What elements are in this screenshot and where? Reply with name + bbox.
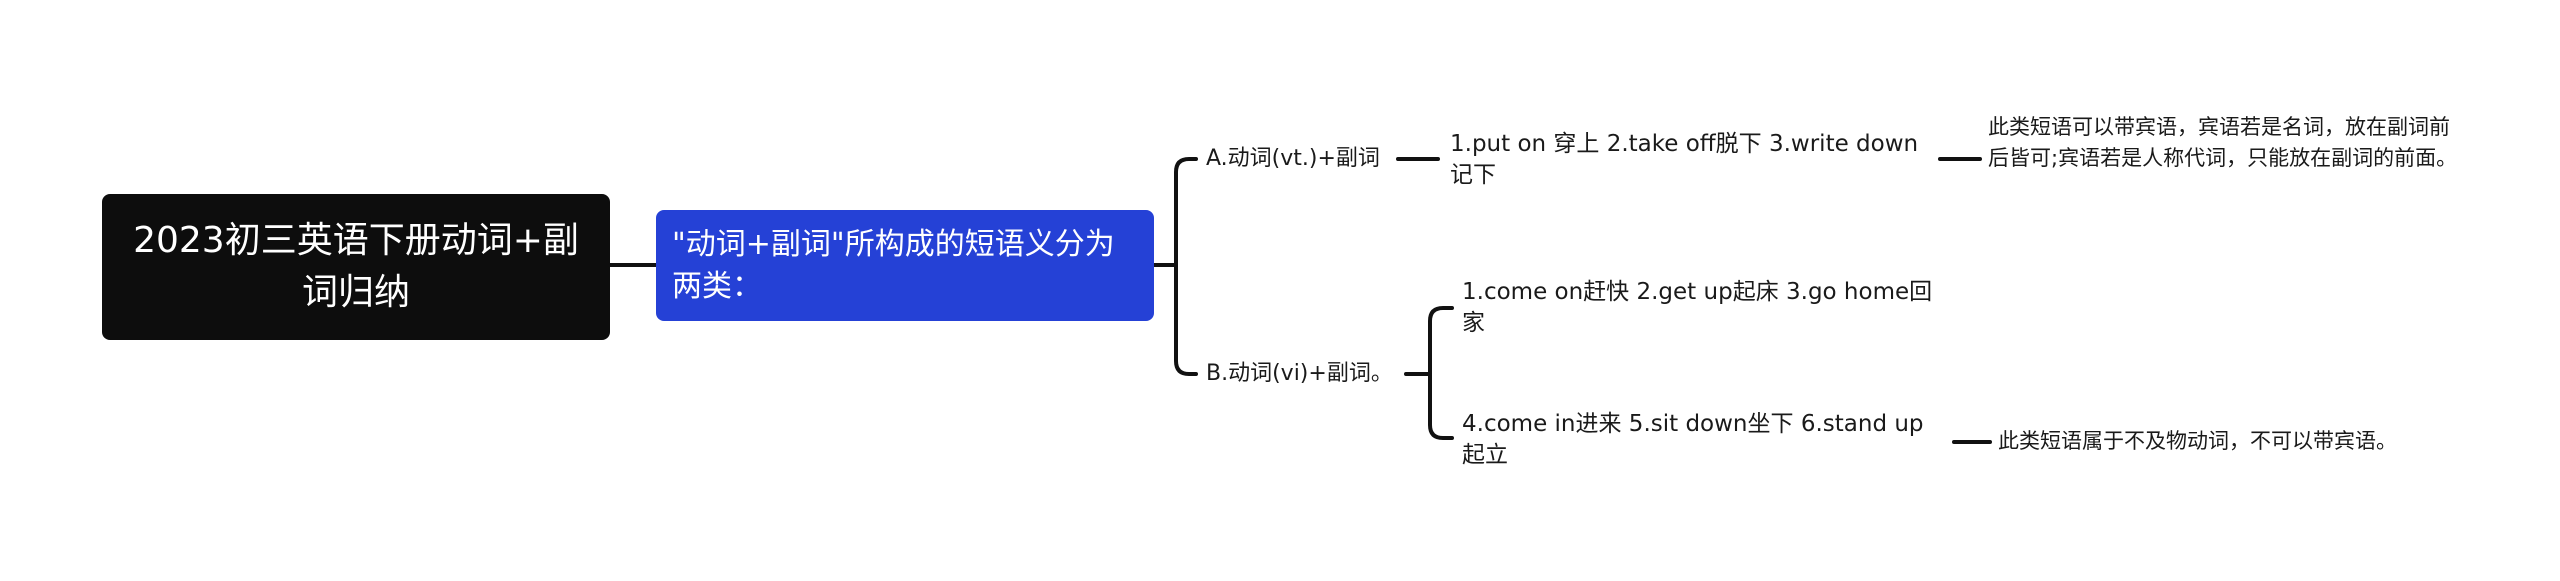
branch-a-label: A.动词(vt.)+副词 xyxy=(1206,146,1380,171)
branch-b-label: B.动词(vi)+副词。 xyxy=(1206,361,1393,386)
branch-a-example-node[interactable]: 1.put on 穿上 2.take off脱下 3.write down记下 xyxy=(1450,129,1936,191)
root-node[interactable]: 2023初三英语下册动词+副词归纳 xyxy=(102,194,610,340)
branch-b-example-2-node[interactable]: 4.come in进来 5.sit down坐下 6.stand up起立 xyxy=(1462,409,1944,471)
branch-b-example-2-text: 4.come in进来 5.sit down坐下 6.stand up起立 xyxy=(1462,411,1924,468)
branch-a-note-text: 此类短语可以带宾语，宾语若是名词，放在副词前后皆可;宾语若是人称代词，只能放在副… xyxy=(1988,115,2458,170)
connector-b-example-1 xyxy=(1428,306,1454,376)
branch-b-example-1-node[interactable]: 1.come on赶快 2.get up起床 3.go home回家 xyxy=(1462,277,1942,339)
connector-branch-a xyxy=(1174,157,1198,267)
connector-b-example-2 xyxy=(1428,372,1454,440)
root-node-text: 2023初三英语下册动词+副词归纳 xyxy=(133,220,579,313)
branch-a-node[interactable]: A.动词(vt.)+副词 xyxy=(1206,144,1380,174)
branch-b-node[interactable]: B.动词(vi)+副词。 xyxy=(1206,359,1393,389)
branch-a-example-text: 1.put on 穿上 2.take off脱下 3.write down记下 xyxy=(1450,131,1919,188)
main-topic-node[interactable]: "动词+副词"所构成的短语义分为两类： xyxy=(656,210,1154,321)
branch-b-example-1-text: 1.come on赶快 2.get up起床 3.go home回家 xyxy=(1462,279,1933,336)
connector-branch-b xyxy=(1174,263,1198,376)
branch-b-note-node[interactable]: 此类短语属于不及物动词，不可以带宾语。 xyxy=(1998,426,2468,457)
branch-b-note-text: 此类短语属于不及物动词，不可以带宾语。 xyxy=(1998,429,2397,453)
branch-a-note-node[interactable]: 此类短语可以带宾语，宾语若是名词，放在副词前后皆可;宾语若是人称代词，只能放在副… xyxy=(1988,112,2458,174)
main-topic-text: "动词+副词"所构成的短语义分为两类： xyxy=(672,226,1115,304)
